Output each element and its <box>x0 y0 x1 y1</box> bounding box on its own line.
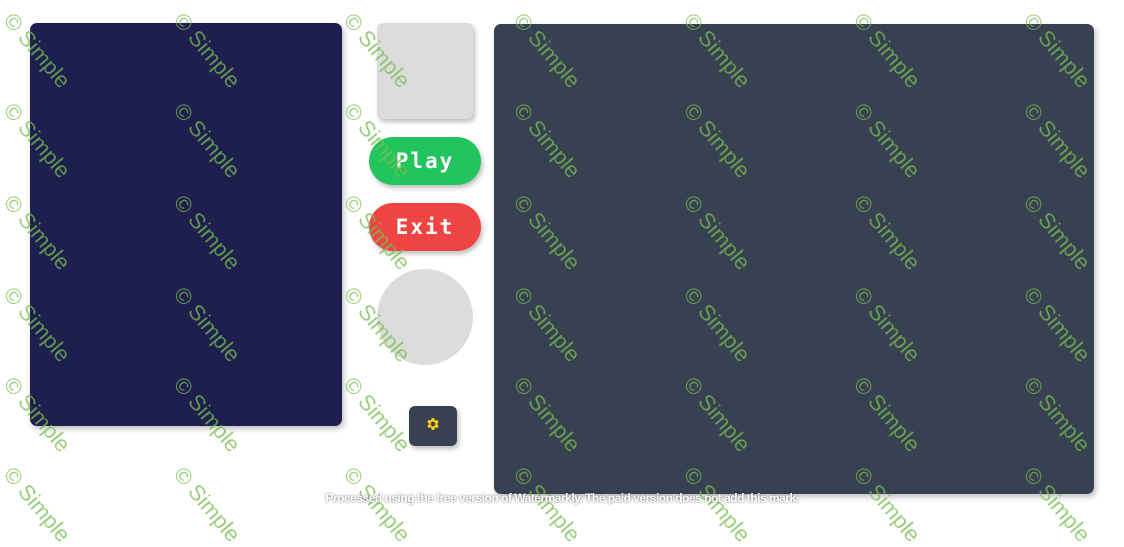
left-game-panel <box>30 23 342 426</box>
play-button[interactable]: Play <box>369 137 481 185</box>
settings-button[interactable] <box>409 406 457 446</box>
watermark-text: © Simple <box>338 372 416 457</box>
circle-placeholder <box>377 269 473 365</box>
gear-icon <box>425 416 441 436</box>
preview-square <box>377 23 473 119</box>
watermark-footer: Processed using the free version of Wate… <box>325 491 799 505</box>
right-game-panel <box>494 24 1094 494</box>
exit-button[interactable]: Exit <box>369 203 481 251</box>
